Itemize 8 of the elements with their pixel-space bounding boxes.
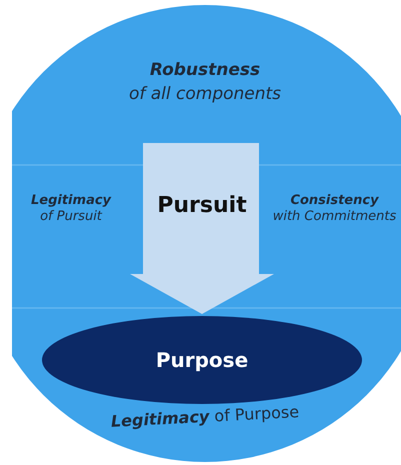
- ellipse-label: Purpose: [156, 347, 248, 374]
- arrow-label: Pursuit: [156, 192, 248, 220]
- block-arrow: [130, 143, 274, 314]
- region-label: Legitimacy of Purpose: [109, 401, 300, 433]
- region-label: Consistency with Commitments: [272, 193, 398, 225]
- circle-background: [12, 5, 401, 462]
- region-label: Robustness of all components: [128, 59, 282, 106]
- region-label: Legitimacy of Pursuit: [30, 193, 112, 225]
